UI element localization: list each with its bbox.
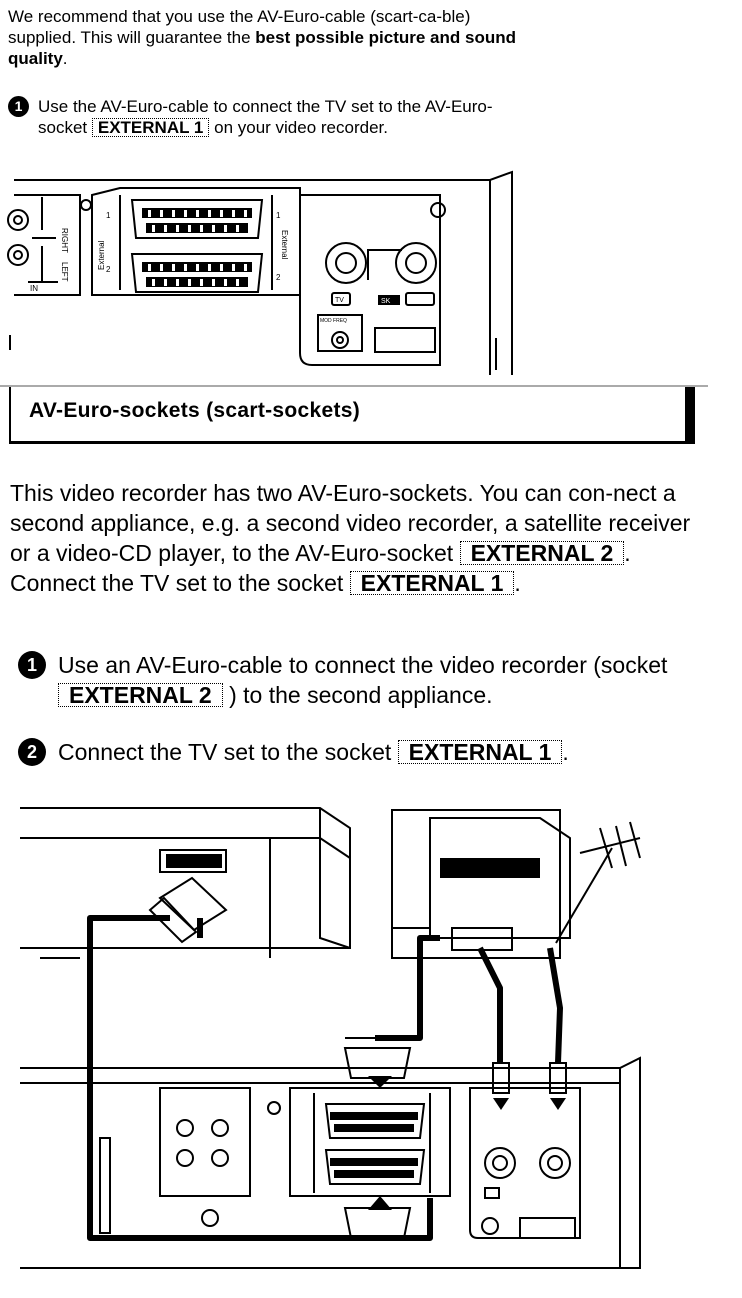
- step-1-text: Use an AV-Euro-cable to connect the vide…: [58, 650, 698, 710]
- label-num-1-left: 1: [106, 211, 111, 220]
- keyword-external-1: EXTERNAL 1: [397, 740, 563, 764]
- intro-paragraph: We recommend that you use the AV-Euro-ca…: [8, 6, 528, 69]
- step-1-after: ) to the second appliance.: [229, 682, 493, 708]
- rear-panel-diagram: RIGHT LEFT IN External 1 2 External 1 2 …: [7, 170, 513, 375]
- label-in: IN: [30, 284, 38, 293]
- step-2-before: Connect the TV set to the socket: [58, 739, 392, 765]
- step-top: 1 Use the AV-Euro-cable to connect the T…: [8, 96, 528, 138]
- step-1: 1 Use an AV-Euro-cable to connect the vi…: [18, 650, 698, 710]
- label-sk: SK: [381, 298, 391, 305]
- label-num-2-left: 2: [106, 265, 111, 274]
- intro-bold: best possible picture and sound quality: [8, 28, 516, 68]
- step-number: 2: [18, 738, 46, 766]
- connection-diagram: [20, 807, 641, 1269]
- step-number: 1: [8, 96, 29, 117]
- step-top-before: Use the AV-Euro-cable to connect the TV …: [38, 97, 493, 137]
- keyword-external-1: EXTERNAL 1: [349, 571, 515, 595]
- step-2-text: Connect the TV set to the socket EXTERNA…: [58, 737, 569, 767]
- step-top-text: Use the AV-Euro-cable to connect the TV …: [38, 96, 528, 138]
- body-text-3: .: [514, 570, 521, 596]
- step-2: 2 Connect the TV set to the socket EXTER…: [18, 737, 698, 767]
- section-divider: [0, 385, 708, 387]
- step-top-after: on your video recorder.: [214, 118, 388, 137]
- label-external-right: External: [280, 230, 289, 260]
- label-external-left: External: [97, 240, 106, 270]
- label-left: LEFT: [60, 262, 69, 282]
- keyword-external-2: EXTERNAL 2: [459, 541, 625, 565]
- label-right: RIGHT: [60, 228, 69, 253]
- body-paragraph: This video recorder has two AV-Euro-sock…: [10, 478, 700, 598]
- label-num-2-right: 2: [276, 273, 281, 282]
- keyword-external-1: EXTERNAL 1: [91, 118, 210, 137]
- body-text-2: . Connect the TV set to the socket: [10, 540, 631, 596]
- label-num-1-right: 1: [276, 211, 281, 220]
- label-tv: TV: [335, 297, 344, 304]
- step-1-before: Use an AV-Euro-cable to connect the vide…: [58, 652, 668, 678]
- body-text-1: This video recorder has two AV-Euro-sock…: [10, 480, 691, 566]
- section-header: AV-Euro-sockets (scart-sockets): [9, 387, 695, 444]
- intro-text: We recommend that you use the AV-Euro-ca…: [8, 7, 471, 47]
- step-number: 1: [18, 651, 46, 679]
- step-2-after: .: [562, 739, 569, 765]
- intro-end: .: [62, 49, 68, 68]
- label-mod-freq: MOD FREQ: [320, 318, 347, 324]
- section-title: AV-Euro-sockets (scart-sockets): [29, 399, 361, 422]
- keyword-external-2: EXTERNAL 2: [58, 683, 223, 707]
